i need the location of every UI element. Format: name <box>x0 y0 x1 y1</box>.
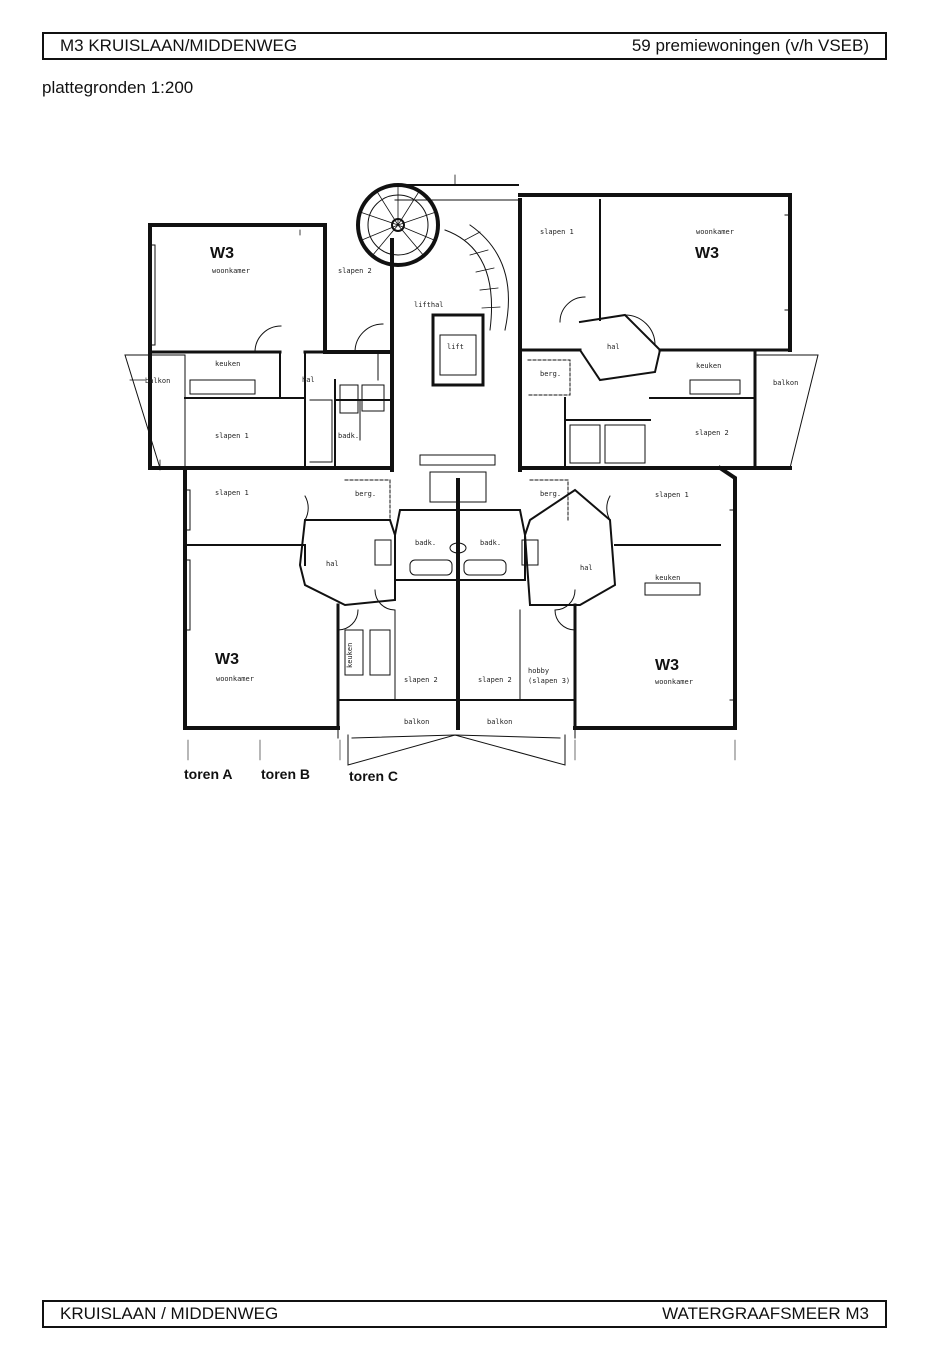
room-label-hal-top-left: hal <box>302 376 315 384</box>
footer-bar: KRUISLAAN / MIDDENWEG WATERGRAAFSMEER M3 <box>42 1300 887 1328</box>
room-label-hal-bottom-left: hal <box>326 560 339 568</box>
room-label-slapen2-bottom-left: slapen 2 <box>404 676 438 684</box>
room-label-balkon-top-right: balkon <box>773 379 798 387</box>
room-label-badk-center-right: badk. <box>480 539 501 547</box>
header-housing-note: 59 premiewoningen (v/h VSEB) <box>631 36 869 55</box>
header-bar: M3 KRUISLAAN/MIDDENWEG 59 premiewoningen… <box>42 32 887 60</box>
tower-label-b: toren B <box>261 766 310 782</box>
room-label-berg-bottom-left: berg. <box>355 490 376 498</box>
room-label-slapen1-bottom-right: slapen 1 <box>655 491 689 499</box>
room-label-keuken-top-left: keuken <box>215 360 240 368</box>
drawing-subtitle: plattegronden 1:200 <box>42 78 194 97</box>
unit-label-bottom-left: W3 <box>215 651 239 668</box>
room-label-balkon-bottom-left: balkon <box>404 718 429 726</box>
room-label-slapen1-top-left: slapen 1 <box>215 432 249 440</box>
room-label-hal-top-right: hal <box>607 343 620 351</box>
room-label-lift: lift <box>447 343 464 351</box>
room-label-berg-bottom-right: berg. <box>540 490 561 498</box>
room-label-slapen1-top-right: slapen 1 <box>540 228 574 236</box>
room-label-keuken-top-right: keuken <box>696 362 721 370</box>
room-label-hal-bottom-right: hal <box>580 564 593 572</box>
room-label-slapen1-bottom-left: slapen 1 <box>215 489 249 497</box>
room-label-balkon-top-left: balkon <box>145 377 170 385</box>
room-label-keuken-bottom-left: keuken <box>346 643 354 668</box>
room-label-badk-center-left: badk. <box>415 539 436 547</box>
room-label-woonkamer-bottom-right: woonkamer <box>655 678 693 686</box>
room-label-slapen2-top-left: slapen 2 <box>338 267 372 275</box>
unit-label-bottom-right: W3 <box>655 657 679 674</box>
room-label-balkon-bottom-right: balkon <box>487 718 512 726</box>
tower-label-a: toren A <box>184 766 232 782</box>
footer-district-code: WATERGRAAFSMEER M3 <box>662 1304 869 1323</box>
room-label-lifthal: lifthal <box>414 301 444 309</box>
room-label-keuken-bottom-right: keuken <box>655 574 680 582</box>
room-label-slapen2-top-right: slapen 2 <box>695 429 729 437</box>
unit-label-top-left: W3 <box>210 245 234 262</box>
room-label-woonkamer-bottom-left: woonkamer <box>216 675 254 683</box>
tower-label-c: toren C <box>349 768 398 784</box>
footer-project-title: KRUISLAAN / MIDDENWEG <box>60 1304 279 1323</box>
room-label-hobby: hobby <box>528 667 549 675</box>
unit-label-top-right: W3 <box>695 245 719 262</box>
room-label-badk-top-left: badk. <box>338 432 359 440</box>
room-label-berg-top-right: berg. <box>540 370 561 378</box>
room-label-woonkamer-top-right: woonkamer <box>696 228 734 236</box>
room-label-slapen2-bottom-center: slapen 2 <box>478 676 512 684</box>
header-project-title: M3 KRUISLAAN/MIDDENWEG <box>60 36 298 55</box>
room-label-woonkamer-top-left: woonkamer <box>212 267 250 275</box>
room-label-slapen3: (slapen 3) <box>528 677 570 685</box>
